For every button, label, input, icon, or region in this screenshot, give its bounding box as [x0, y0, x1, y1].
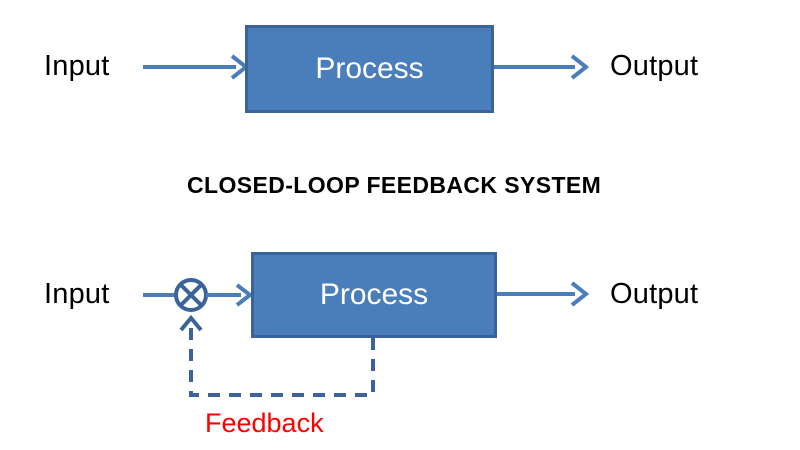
open-loop-process-box[interactable]: Process — [245, 25, 494, 113]
closed-loop-process-arrowhead — [235, 283, 254, 307]
feedback-label: Feedback — [205, 408, 324, 438]
closed-loop-output-label: Output — [610, 278, 699, 310]
feedback-path — [189, 327, 375, 397]
closed-loop-process-box[interactable]: Process — [251, 252, 497, 338]
open-loop-output-arrowhead — [570, 54, 590, 80]
closed-loop-process-label: Process — [319, 278, 429, 311]
open-loop-output-label: Output — [610, 50, 699, 82]
diagram-title: CLOSED-LOOP FEEDBACK SYSTEM — [187, 172, 602, 198]
closed-loop-input-label: Input — [44, 278, 110, 310]
closed-loop-output-arrowhead — [570, 281, 590, 307]
feedback-arrowhead — [179, 314, 203, 332]
open-loop-process-label: Process — [315, 52, 424, 85]
summing-junction-icon — [174, 278, 208, 312]
open-loop-input-label: Input — [44, 50, 110, 82]
